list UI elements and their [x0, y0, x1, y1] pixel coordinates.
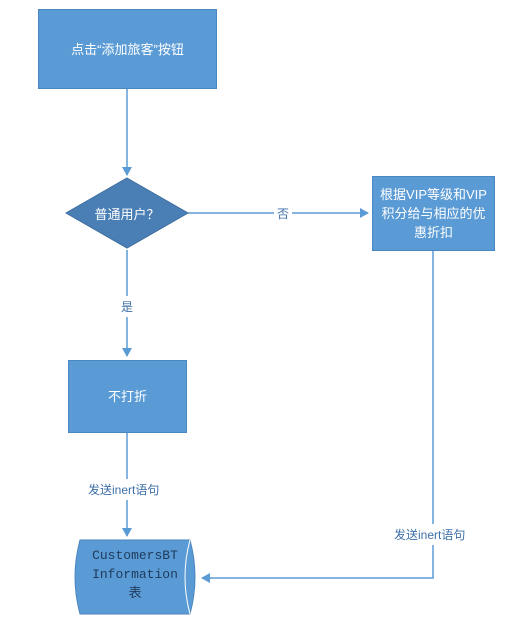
discount-node-line-2: 积分给与相应的优	[381, 206, 486, 221]
database-label-line-1: CustomersBT	[92, 548, 178, 563]
database-node-label: CustomersBT Information 表	[78, 546, 192, 603]
edge-label-send-left: 发送inert语句	[86, 479, 162, 500]
edge-label-no: 否	[274, 205, 293, 222]
no-discount-node-label: 不打折	[107, 389, 147, 404]
edge-label-send-right: 发送inert语句	[392, 524, 468, 545]
database-label-line-3: 表	[128, 586, 142, 601]
no-discount-node: 不打折	[68, 360, 187, 433]
discount-node: 根据VIP等级和VIP 积分给与相应的优 惠折扣	[372, 176, 495, 251]
discount-node-line-3: 惠折扣	[413, 225, 453, 240]
start-node-label: 点击“添加旅客”按钮	[71, 41, 184, 57]
database-cylinder-rim	[184, 539, 191, 615]
decision-diamond	[64, 177, 190, 249]
decision-node-label: 普通用户？	[94, 207, 160, 222]
edge-discount-to-db	[201, 251, 434, 583]
start-node: 点击“添加旅客”按钮	[38, 9, 217, 89]
edge-label-yes: 是	[120, 296, 135, 317]
discount-node-line-1: 根据VIP等级和VIP	[380, 187, 487, 202]
database-label-line-2: Information	[92, 567, 178, 582]
